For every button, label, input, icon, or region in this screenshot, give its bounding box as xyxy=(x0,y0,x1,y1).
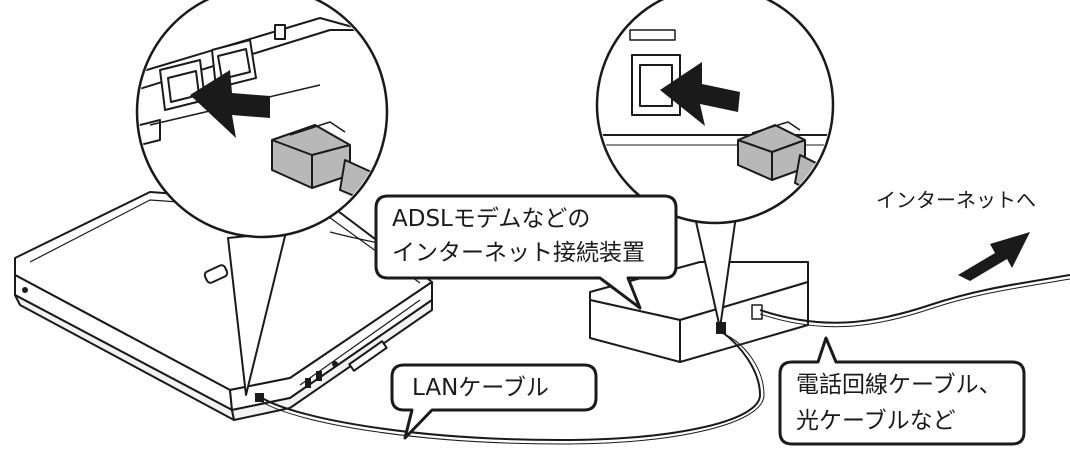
internet-arrow xyxy=(958,232,1030,281)
laptop-pc xyxy=(14,191,433,421)
cables xyxy=(261,231,1070,445)
modem-port-zoom xyxy=(595,0,835,329)
lan-callout-label: LANケーブル xyxy=(412,375,549,401)
phone-callout-line1: 電話回線ケーブル、 xyxy=(796,372,1002,398)
insert-arrow-right xyxy=(660,62,740,126)
phone-cable-line xyxy=(759,274,1070,324)
modem-device xyxy=(589,261,809,363)
phone-callout-line2: 光ケーブルなど xyxy=(796,408,956,434)
modem-callout-line1: ADSLモデムなどの xyxy=(392,206,591,232)
modem-line-port xyxy=(751,304,763,320)
phone-callout-bubble xyxy=(778,336,1026,446)
lan-callout-bubble xyxy=(390,363,598,440)
modem-callout-line2: インターネット接続装置 xyxy=(392,240,645,266)
modem-callout-bubble xyxy=(374,194,678,310)
callout-shapes xyxy=(374,194,1026,446)
insert-arrow-left xyxy=(190,70,270,138)
lan-cable-line xyxy=(261,331,762,442)
internet-destination-label: インターネットへ xyxy=(876,188,1036,212)
